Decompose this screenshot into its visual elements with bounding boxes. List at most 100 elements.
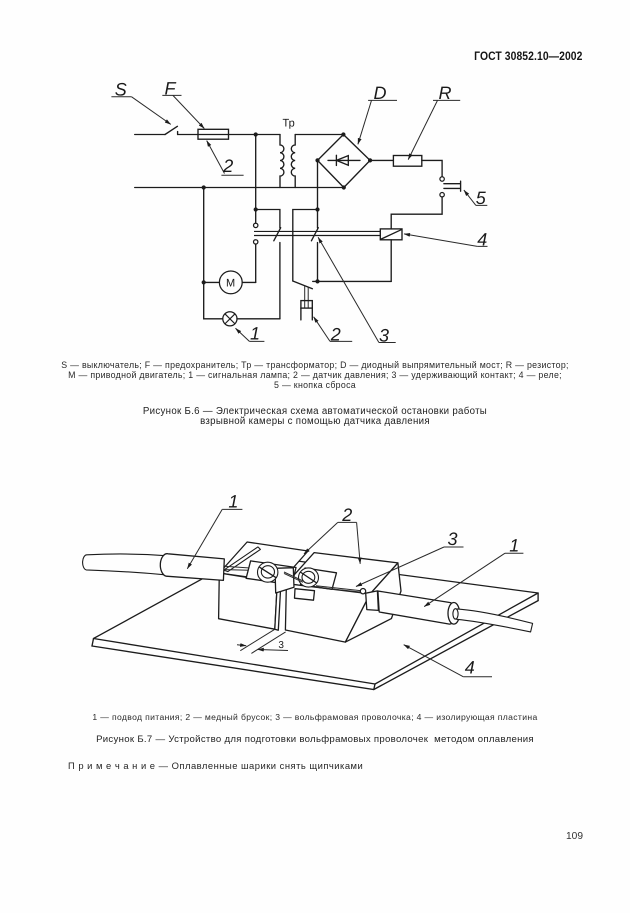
contact1-terminal-top xyxy=(252,222,259,229)
leader-resistor xyxy=(407,100,438,160)
bridge-vertex-dot xyxy=(341,132,346,137)
junction-dot xyxy=(253,132,258,137)
label-lamp: 1 xyxy=(250,323,260,343)
fuse-symbol xyxy=(197,128,230,140)
lamp-cross xyxy=(224,313,236,325)
diode-triangle xyxy=(334,154,349,167)
label-sensor-bottom: 2 xyxy=(330,325,341,345)
caption-line: взрывной камеры с помощью датчика давлен… xyxy=(200,416,430,428)
leader-bridge xyxy=(357,100,372,145)
b7-label-power-left: 1 xyxy=(228,492,238,512)
junction-dot xyxy=(201,185,206,190)
label-fuse: F xyxy=(165,78,177,98)
label-holding-contact: 3 xyxy=(379,326,389,346)
right-cable xyxy=(456,608,534,633)
doc-number: ГОСТ 30852.10—2002 xyxy=(473,48,582,63)
linkage-bar xyxy=(254,230,381,237)
sensor-blade xyxy=(292,280,314,290)
label-shelves xyxy=(111,94,488,343)
plate-thickness-edges xyxy=(91,592,539,691)
caption-line: Рисунок Б.6 — Электрическая схема автома… xyxy=(142,405,488,417)
relay-diagonal xyxy=(380,229,402,240)
figure-b6-caption: Рисунок Б.6 — Электрическая схема автома… xyxy=(0,405,630,428)
right-clamp-tab xyxy=(293,588,316,601)
dim-arrow-right xyxy=(257,647,289,652)
leader-sensor-bottom xyxy=(313,316,331,342)
label-motor: М xyxy=(226,277,235,289)
b7-label-gap-dim: 3 xyxy=(278,640,284,651)
left-rod xyxy=(224,565,251,571)
contact3-blade xyxy=(310,227,319,242)
b7-label-power-right: 1 xyxy=(509,536,519,556)
junction-dot xyxy=(253,207,258,212)
page-number: 109 xyxy=(566,830,583,842)
bridge-vertex-dot xyxy=(368,158,373,163)
leader-block-right xyxy=(356,522,362,565)
legend-line: 5 — кнопка сброса xyxy=(274,380,356,391)
legend-line: М — приводной двигатель; 1 — сигнальная … xyxy=(68,370,562,381)
note: П р и м е ч а н и е — Оплавленные шарики… xyxy=(68,760,364,772)
left-block-strip xyxy=(223,546,261,573)
leader-holding-contact xyxy=(317,237,380,343)
leader-power-left xyxy=(186,509,223,570)
wire-left-rail xyxy=(203,186,224,320)
left-screw-slot xyxy=(259,566,277,579)
b7-label-shelves xyxy=(222,508,524,678)
legend-line: 1 — подвод питания; 2 — медный брусок; 3… xyxy=(92,711,538,722)
wire-sensor-branch xyxy=(292,208,319,282)
label-transformer: Тр xyxy=(282,118,294,130)
b7-label-tungsten: 3 xyxy=(447,529,457,549)
tungsten-wire-gap xyxy=(283,571,304,583)
melted-ball xyxy=(359,587,367,595)
leader-block-left xyxy=(303,522,339,555)
transformer-secondary xyxy=(290,133,296,189)
button-terminal-top xyxy=(439,176,445,182)
label-sensor-top: 2 xyxy=(222,156,233,176)
leader-lamp xyxy=(235,327,250,342)
reset-button-symbol xyxy=(443,180,462,192)
junction-dot xyxy=(201,280,206,285)
b7-label-blocks: 2 xyxy=(341,505,352,525)
leader-plate xyxy=(403,644,464,678)
transformer-primary xyxy=(279,133,285,189)
dim-arrow-left xyxy=(236,643,247,647)
figure-b6-legend: S — выключатель; F — предохранитель; Тр … xyxy=(0,360,630,390)
label-resistor: R xyxy=(439,83,452,103)
leader-sensor-top xyxy=(206,140,225,174)
junction-dot xyxy=(315,279,320,284)
leader-relay xyxy=(403,233,478,247)
left-sleeve xyxy=(159,553,225,582)
b7-label-plate: 4 xyxy=(465,657,475,677)
leader-switch xyxy=(131,96,172,125)
label-button: 5 xyxy=(476,188,487,208)
bridge-vertex-dot xyxy=(341,185,346,190)
sensor-cylinder-walls xyxy=(300,307,313,321)
figure-b7-caption: Рисунок Б.7 — Устройство для подготовки … xyxy=(0,734,630,746)
leader-power-right xyxy=(423,552,506,608)
figure-b7-drawing: 1 2 3 1 4 3 xyxy=(82,492,539,691)
caption-line: Рисунок Б.7 — Устройство для подготовки … xyxy=(96,734,534,746)
junction-dot xyxy=(315,207,320,212)
wire-resistor-to-button xyxy=(421,159,443,178)
right-screw-slot xyxy=(300,571,317,584)
dim-extension-lines xyxy=(240,628,286,654)
label-switch: S xyxy=(115,80,127,100)
bridge-vertex-dot xyxy=(315,158,320,163)
right-cable-root xyxy=(452,608,459,620)
switch-blade xyxy=(164,125,179,136)
wire-contact2-top xyxy=(255,208,281,229)
right-collar xyxy=(365,590,380,612)
figure-b6-drawing: S F Тр D R М 2 5 4 1 2 3 xyxy=(111,78,488,346)
contact2-blade xyxy=(273,227,282,242)
figure-b7-legend: 1 — подвод питания; 2 — медный брусок; 3… xyxy=(0,712,630,722)
sensor-piston-box xyxy=(300,299,313,309)
resistor-symbol xyxy=(392,154,423,167)
tungsten-wire-ball-side xyxy=(315,585,361,593)
label-relay: 4 xyxy=(477,230,487,250)
label-bridge: D xyxy=(374,83,387,103)
leader-fuse xyxy=(172,95,205,129)
sensor-rod xyxy=(304,285,309,309)
legend-line: S — выключатель; F — предохранитель; Тр … xyxy=(61,360,569,371)
